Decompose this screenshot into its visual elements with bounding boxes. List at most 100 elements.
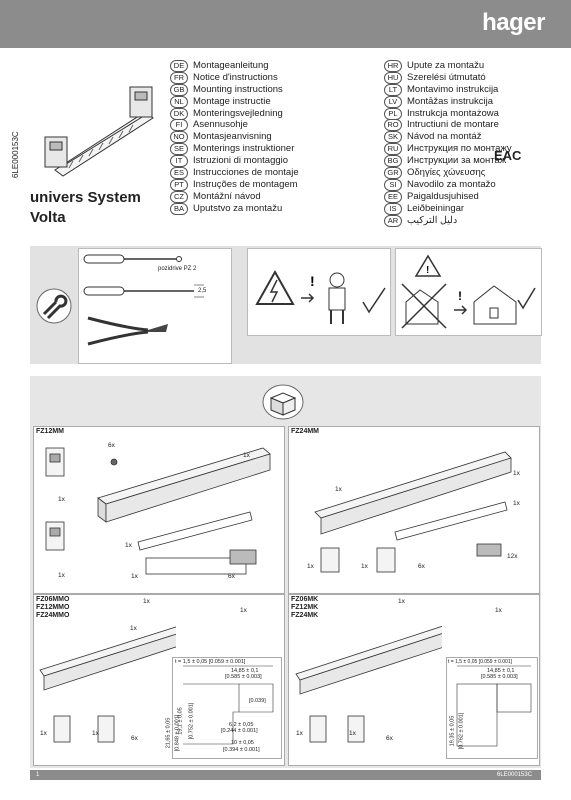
- mk-label: FZ06MK: [291, 596, 319, 603]
- lang-text: Upute za montažu: [407, 60, 485, 71]
- dim-gap-in: [0.244 ± 0.001]: [221, 728, 258, 734]
- dim-thickness: t = 1,5 ± 0,05 [0.059 ± 0.001]: [175, 659, 246, 665]
- dim-depth-in: [0.394 ± 0.001]: [223, 747, 260, 753]
- count-label: 1x: [398, 598, 405, 605]
- count-label: 1x: [307, 563, 314, 570]
- count-label: 1x: [513, 500, 520, 507]
- screwdriver-label: pozidrive PZ 2: [158, 266, 197, 272]
- lang-text: Asennusohje: [193, 119, 248, 131]
- dim-width: 14,85 ± 0,1: [231, 668, 259, 674]
- count-label: 1x: [349, 730, 356, 737]
- lang-text: Montasjeanvisning: [193, 131, 272, 143]
- count-label: 1x: [58, 572, 65, 579]
- fz12mm-illustration: [45, 447, 271, 575]
- lang-item: SI Navodilo za montažo: [384, 178, 512, 191]
- lang-text: Instrucciones de montaje: [193, 167, 299, 179]
- lang-code: DK: [170, 107, 188, 120]
- header-bar: [0, 0, 571, 48]
- lang-code: PL: [384, 107, 402, 120]
- lang-code: SI: [384, 178, 402, 191]
- panel-fz24mm-label: FZ24MM: [291, 428, 319, 435]
- product-illustration: [44, 86, 154, 177]
- count-label: 6x: [386, 735, 393, 742]
- doc-code-footer: 6LE000153C: [497, 772, 533, 778]
- flat-size-label: 2,5: [198, 288, 207, 294]
- count-label: 1x: [58, 496, 65, 503]
- svg-text:!: !: [426, 265, 429, 276]
- lang-item: HR Upute za montažu: [384, 59, 512, 72]
- tools-panel: [78, 248, 232, 364]
- wrench-icon: [36, 288, 72, 324]
- dim-height: 21,65 ± 0,05: [165, 717, 172, 749]
- fz24mm-illustration: [314, 451, 512, 573]
- doc-code-vertical: 6LE000153C: [11, 131, 20, 178]
- lang-code: RU: [384, 143, 402, 156]
- lang-code: FI: [170, 119, 188, 132]
- lang-code: IS: [384, 202, 402, 215]
- mmo-label: FZ06MMO: [36, 596, 70, 603]
- lang-code: GB: [170, 83, 188, 96]
- lang-text: Monteringsvejledning: [193, 107, 283, 119]
- lang-text: دليل التركيب: [407, 214, 458, 226]
- lang-item: FI Asennusohje: [170, 119, 299, 132]
- lang-text: Notice d'instructions: [193, 71, 278, 83]
- lang-code: FR: [170, 71, 188, 84]
- lang-code: HU: [384, 71, 402, 84]
- count-label: 12x: [507, 553, 518, 560]
- lang-text: Montavimo instrukcija: [407, 83, 499, 95]
- count-label: 1x: [125, 542, 132, 549]
- dim-height-in: [0.762 ± 0.001]: [458, 712, 465, 750]
- lang-text: Leiðbeiningar: [407, 202, 465, 214]
- hager-logo: hager: [482, 9, 545, 36]
- lang-code: EE: [384, 190, 402, 203]
- lang-code: HR: [384, 59, 402, 72]
- lang-text: Montāžas instrukcija: [407, 95, 494, 107]
- lang-text: Monterings instruktioner: [193, 143, 295, 155]
- lang-code: DE: [170, 59, 188, 72]
- dim-thickness: t = 1,5 ± 0,05 [0.059 ± 0.001]: [448, 659, 513, 665]
- lang-item: FR Notice d'instructions: [170, 71, 299, 84]
- svg-text:!: !: [310, 273, 315, 289]
- panel-mmo-labels: FZ06MMO FZ12MMO FZ24MMO: [36, 596, 69, 620]
- lang-text: Navodilo za montažo: [407, 178, 496, 190]
- lang-text: Инструкции за монтаж: [407, 155, 507, 167]
- count-label: 1x: [143, 598, 150, 605]
- lang-text: Montageanleitung: [193, 60, 269, 71]
- mmo-illustration: [39, 626, 176, 743]
- lang-code: LV: [384, 95, 402, 108]
- footer-bar: [30, 770, 541, 780]
- svg-text:!: !: [458, 289, 462, 303]
- mk-illustration: [295, 625, 442, 743]
- mmo-label: FZ24MMO: [36, 612, 70, 619]
- lang-item: IS Leiðbeiningar: [384, 202, 512, 215]
- count-label: 1x: [513, 470, 520, 477]
- lang-text: Návod na montáž: [407, 131, 482, 143]
- count-label: 6x: [131, 735, 138, 742]
- dim-depth: 10 ± 0,05: [231, 740, 254, 746]
- lang-text: Montážní návod: [193, 190, 261, 202]
- count-label: 6x: [228, 573, 235, 580]
- danger-warning-icon: !: [255, 269, 386, 324]
- title-line-1: univers System: [30, 189, 141, 206]
- lang-code: AR: [384, 214, 402, 227]
- lang-text: Mounting instructions: [193, 83, 283, 95]
- product-title: univers System Volta: [30, 188, 141, 228]
- flat-screwdriver-icon: [83, 284, 204, 298]
- mk-label: FZ24MK: [291, 612, 319, 619]
- dim-gap: 6,2 ± 0,05: [229, 722, 254, 728]
- mk-label: FZ12MK: [291, 604, 319, 611]
- lang-code: NO: [170, 131, 188, 144]
- lang-text: Paigaldusjuhised: [407, 190, 479, 202]
- count-label: 1x: [296, 730, 303, 737]
